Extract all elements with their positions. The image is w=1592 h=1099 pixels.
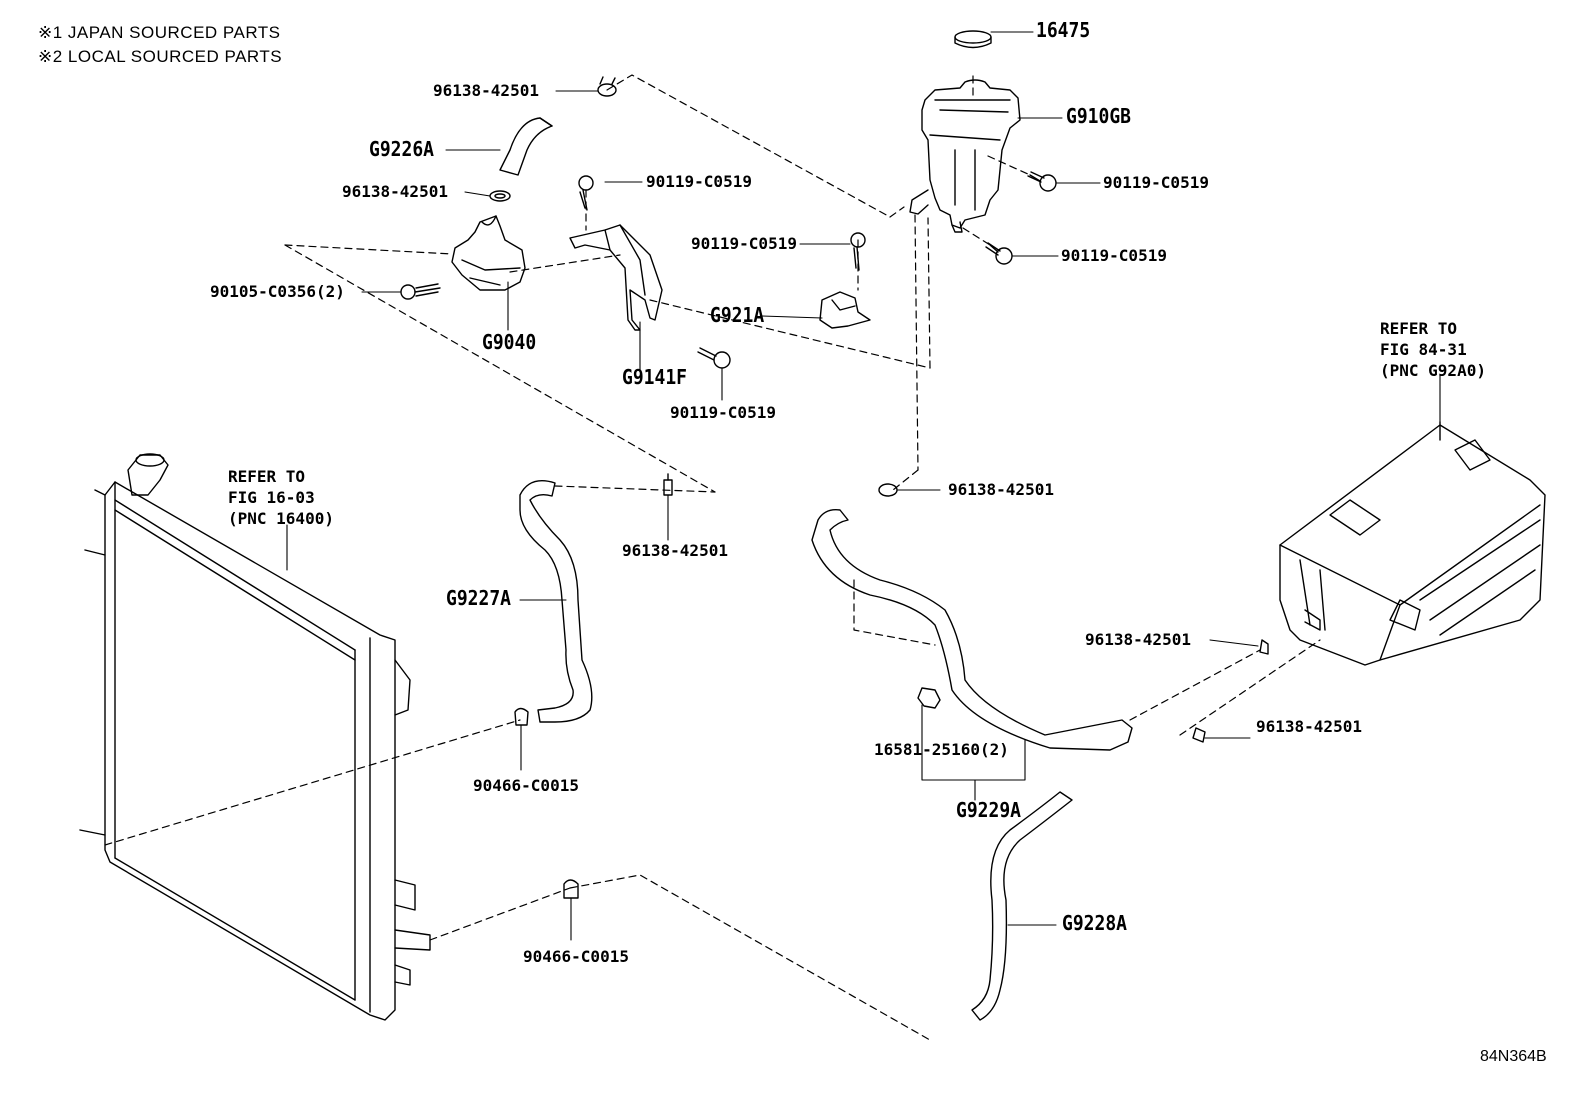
label-clip-radiator-lower[interactable]: 90466-C0015 <box>523 947 629 966</box>
radiator-ref-line3: (PNC 16400) <box>228 509 334 528</box>
figure-code: 84N364B <box>1480 1048 1547 1065</box>
hose-g9229a[interactable] <box>811 509 1133 751</box>
label-clip-g9229a[interactable]: 16581-25160(2) <box>874 740 1009 759</box>
clip-radiator-lower[interactable] <box>563 879 579 899</box>
clamp-pump[interactable] <box>489 190 511 202</box>
label-clamp-g9227a[interactable]: 96138-42501 <box>622 541 728 560</box>
bolt-g921a[interactable] <box>850 232 866 271</box>
bolt-bracket-lower[interactable] <box>697 347 731 369</box>
label-bolt-bracket-top[interactable]: 90119-C0519 <box>646 172 752 191</box>
note-local-sourced: ※2 LOCAL SOURCED PARTS <box>38 47 283 66</box>
label-clamp-pump[interactable]: 96138-42501 <box>342 182 448 201</box>
inverter-ref-line2: FIG 84-31 <box>1380 340 1467 359</box>
radiator-reference: REFER TO FIG 16-03 (PNC 16400) <box>228 466 334 529</box>
bolt-pump[interactable] <box>400 283 441 300</box>
inverter[interactable] <box>1279 421 1546 666</box>
label-clamp-inverter-lower[interactable]: 96138-42501 <box>1256 717 1362 736</box>
label-g9040[interactable]: G9040 <box>482 330 537 354</box>
note-japan-sourced: ※1 JAPAN SOURCED PARTS <box>38 23 281 42</box>
clamp-hose-right[interactable] <box>878 483 898 497</box>
clip-radiator-upper[interactable] <box>514 707 529 726</box>
label-bolt-g921a[interactable]: 90119-C0519 <box>691 234 797 253</box>
clamp-inverter-lower[interactable] <box>1192 727 1206 743</box>
clip-g9229a[interactable] <box>917 687 941 709</box>
label-g9228a[interactable]: G9228A <box>1062 911 1128 935</box>
radiator-ref-line1: REFER TO <box>228 467 306 486</box>
label-bolt-tank-lower[interactable]: 90119-C0519 <box>1061 246 1167 265</box>
label-clip-radiator-upper[interactable]: 90466-C0015 <box>473 776 579 795</box>
reservoir-tank[interactable] <box>909 79 1021 233</box>
radiator[interactable] <box>79 453 431 1021</box>
bolt-bracket-top[interactable] <box>578 175 594 211</box>
label-clamp-hose-right[interactable]: 96138-42501 <box>948 480 1054 499</box>
label-g9141f[interactable]: G9141F <box>622 365 688 389</box>
radiator-ref-line2: FIG 16-03 <box>228 488 315 507</box>
inverter-ref-line3: (PNC G92A0) <box>1380 361 1486 380</box>
bracket-g921a[interactable] <box>819 291 871 329</box>
label-g910gb[interactable]: G910GB <box>1066 104 1132 128</box>
clamp-inverter-upper[interactable] <box>1259 639 1269 655</box>
hose-g9226a[interactable] <box>499 117 553 176</box>
leader-lines <box>286 31 1441 941</box>
clamp-top[interactable] <box>597 76 617 97</box>
bracket-g9141f[interactable] <box>569 224 663 331</box>
label-g9229a[interactable]: G9229A <box>956 798 1022 822</box>
dashed-reference-lines <box>104 74 1321 1041</box>
reservoir-cap[interactable] <box>954 30 992 49</box>
bolt-tank-upper[interactable] <box>1027 171 1057 192</box>
inverter-reference: REFER TO FIG 84-31 (PNC G92A0) <box>1380 318 1486 381</box>
hose-g9228a[interactable] <box>971 791 1073 1021</box>
label-g921a[interactable]: G921A <box>710 303 765 327</box>
label-16475[interactable]: 16475 <box>1036 18 1091 42</box>
label-clamp-top[interactable]: 96138-42501 <box>433 81 539 100</box>
label-bolt-bracket-lower[interactable]: 90119-C0519 <box>670 403 776 422</box>
inverter-ref-line1: REFER TO <box>1380 319 1458 338</box>
bolt-tank-lower[interactable] <box>985 242 1013 265</box>
clamp-g9227a[interactable] <box>663 473 673 496</box>
label-g9227a[interactable]: G9227A <box>446 586 512 610</box>
label-bolt-tank-upper[interactable]: 90119-C0519 <box>1103 173 1209 192</box>
label-g9226a[interactable]: G9226A <box>369 137 435 161</box>
water-pump[interactable] <box>451 215 526 291</box>
label-bolt-pump[interactable]: 90105-C0356(2) <box>210 282 345 301</box>
hose-g9227a[interactable] <box>519 480 593 723</box>
label-clamp-inverter-upper[interactable]: 96138-42501 <box>1085 630 1191 649</box>
